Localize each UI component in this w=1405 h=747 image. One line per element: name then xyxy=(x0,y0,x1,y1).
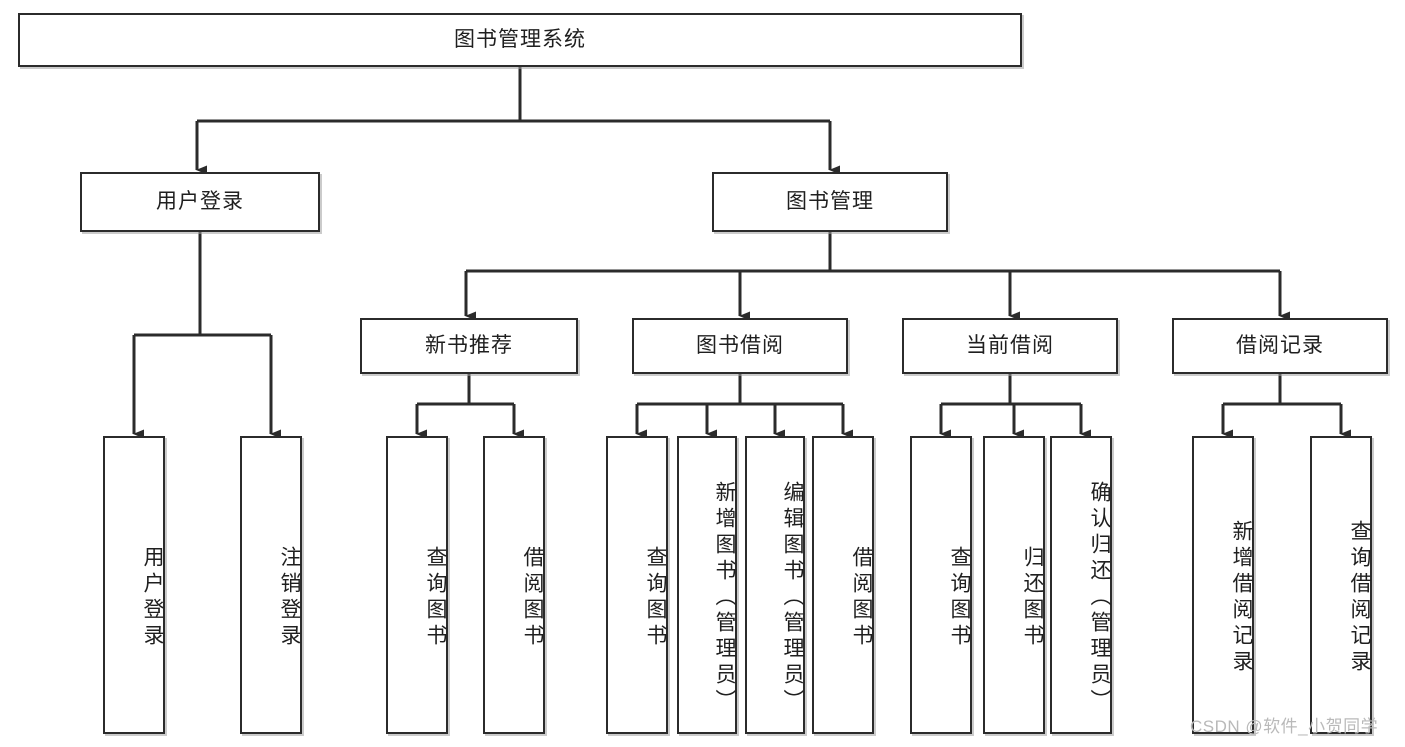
node-leaf-query-book-current[interactable]: 查询图书 xyxy=(910,436,972,734)
node-leaf-query-borrow-record-label: 查询借阅记录 xyxy=(1348,520,1371,676)
node-leaf-confirm-return-admin-label: 确认归还（管理员） xyxy=(1088,481,1111,715)
node-leaf-add-borrow-record-label: 新增借阅记录 xyxy=(1230,520,1253,676)
node-new-book-recommend-label: 新书推荐 xyxy=(425,334,513,358)
node-root[interactable]: 图书管理系统 xyxy=(18,13,1022,67)
node-book-manage[interactable]: 图书管理 xyxy=(712,172,948,232)
node-leaf-borrow-book[interactable]: 借阅图书 xyxy=(812,436,874,734)
node-leaf-borrow-book-label: 借阅图书 xyxy=(850,546,873,650)
node-leaf-query-book-recommend-label: 查询图书 xyxy=(424,546,447,650)
node-leaf-add-borrow-record[interactable]: 新增借阅记录 xyxy=(1192,436,1254,734)
node-root-label: 图书管理系统 xyxy=(454,28,586,52)
node-leaf-borrow-book-recommend-label: 借阅图书 xyxy=(521,546,544,650)
node-leaf-query-book-current-label: 查询图书 xyxy=(948,546,971,650)
node-borrow-record[interactable]: 借阅记录 xyxy=(1172,318,1388,374)
node-borrow-record-label: 借阅记录 xyxy=(1236,334,1324,358)
node-leaf-user-login[interactable]: 用户登录 xyxy=(103,436,165,734)
edges xyxy=(132,67,1351,439)
node-leaf-return-book-label: 归还图书 xyxy=(1021,546,1044,650)
node-user-login[interactable]: 用户登录 xyxy=(80,172,320,232)
node-leaf-query-book-borrow-label: 查询图书 xyxy=(644,546,667,650)
node-leaf-logout-login[interactable]: 注销登录 xyxy=(240,436,302,734)
node-book-manage-label: 图书管理 xyxy=(786,190,874,214)
node-leaf-user-login-label: 用户登录 xyxy=(141,546,164,650)
node-current-borrow-label: 当前借阅 xyxy=(966,334,1054,358)
node-leaf-logout-login-label: 注销登录 xyxy=(278,546,301,650)
node-leaf-edit-book-admin[interactable]: 编辑图书（管理员） xyxy=(745,436,805,734)
node-new-book-recommend[interactable]: 新书推荐 xyxy=(360,318,578,374)
node-leaf-return-book[interactable]: 归还图书 xyxy=(983,436,1045,734)
node-leaf-query-book-borrow[interactable]: 查询图书 xyxy=(606,436,668,734)
node-leaf-add-book-admin-label: 新增图书（管理员） xyxy=(713,481,736,715)
node-user-login-label: 用户登录 xyxy=(156,190,244,214)
node-leaf-confirm-return-admin[interactable]: 确认归还（管理员） xyxy=(1050,436,1112,734)
node-leaf-add-book-admin[interactable]: 新增图书（管理员） xyxy=(677,436,737,734)
csdn-watermark: CSDN @软件_小贺同学 xyxy=(1190,717,1379,736)
node-leaf-query-borrow-record[interactable]: 查询借阅记录 xyxy=(1310,436,1372,734)
node-book-borrow-label: 图书借阅 xyxy=(696,334,784,358)
node-leaf-borrow-book-recommend[interactable]: 借阅图书 xyxy=(483,436,545,734)
node-leaf-query-book-recommend[interactable]: 查询图书 xyxy=(386,436,448,734)
node-leaf-edit-book-admin-label: 编辑图书（管理员） xyxy=(781,481,804,715)
node-book-borrow[interactable]: 图书借阅 xyxy=(632,318,848,374)
node-current-borrow[interactable]: 当前借阅 xyxy=(902,318,1118,374)
